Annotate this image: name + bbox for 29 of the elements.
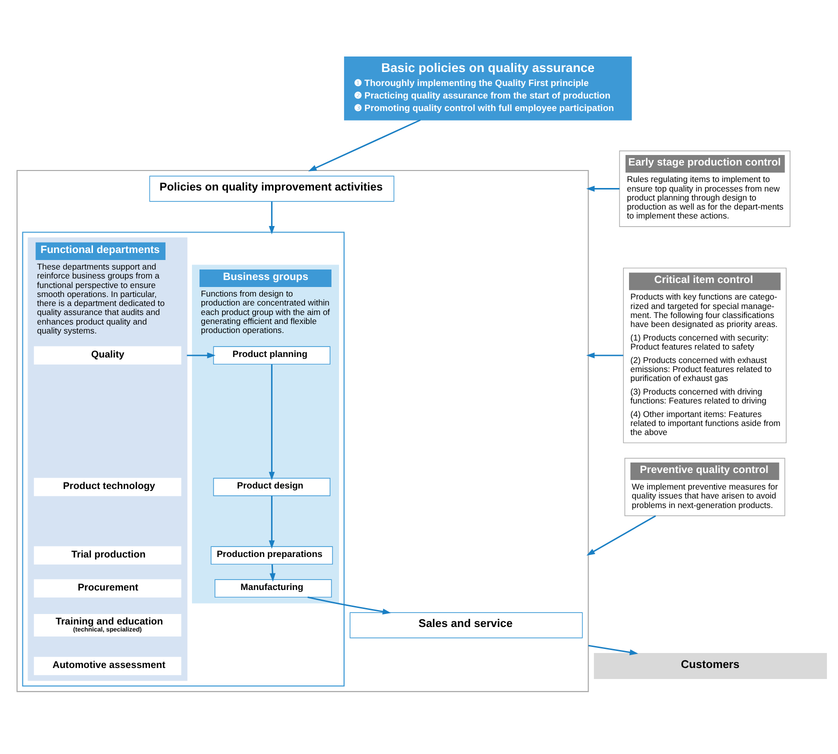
arrow (270, 564, 276, 582)
node-box: Preventive quality control We implement preventive measures for quality issues that have arisen to avoid problems in next-generation products. (624, 458, 786, 516)
cluster (16, 170, 589, 692)
arrow (586, 352, 624, 358)
node-box: Product design (213, 478, 330, 496)
node-box: Basic policies on quality assurance ❶ Thoroughly implementing the Quality First principle ❷ Practicing quality assurance from the start of production ❸ Promoting quality control with full employee participation (344, 56, 632, 120)
node-box: Customers (594, 652, 827, 679)
node-box: Manufacturing (214, 579, 332, 598)
arrow (268, 202, 275, 234)
node-box: Quality (34, 346, 182, 365)
node-box: Procurement (34, 579, 182, 598)
node-box: Product planning (213, 346, 330, 365)
node-box: Automotive assessment (34, 656, 182, 676)
arrow (588, 644, 638, 656)
cluster (22, 232, 345, 686)
arrow (186, 352, 216, 358)
arrow (308, 596, 392, 614)
node-box: Critical item control Products with key functions are catego-rized and targeted for special manage-ment. The following four classifications have been designated as priority areas. (1) Products concerned with security: Product features related to safety (2) Products concerned with exhaust emissions: Product features related to purification of exhaust gas (3) Products concerned with driving functions: Features related to driving (4) Other important items: Features related to important functions aside from the above (623, 268, 787, 444)
arrow (308, 119, 421, 172)
node-box: Policies on quality improvement activities (149, 176, 394, 202)
node-box: Sales and service (350, 612, 583, 638)
arrow (586, 515, 656, 556)
arrow (268, 364, 275, 480)
node-box: Early stage production control Rules regulating items to implement to ensure top quality in processes from new product planning through design to production as well as for the depart-ments to implement these actions. (619, 150, 790, 227)
arrow (586, 186, 620, 192)
node-box: Production preparations (210, 546, 333, 565)
node-box: Product technology (34, 478, 182, 496)
arrow (268, 496, 275, 549)
node-box: Trial production (34, 546, 182, 565)
